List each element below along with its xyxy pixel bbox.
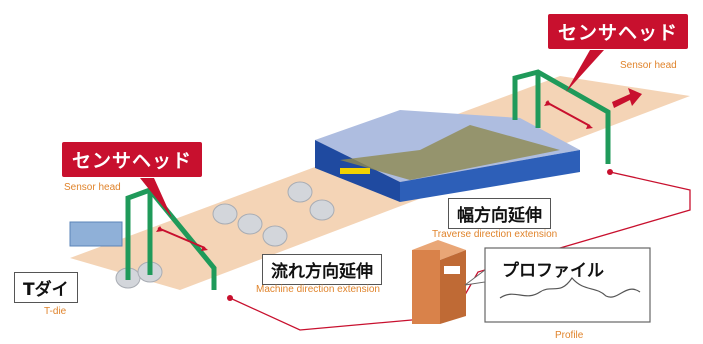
t-die-label-en: T-die — [44, 306, 67, 317]
machine-direction-label-jp: 流れ方向延伸 — [262, 254, 382, 285]
traverse-direction-label-en: Traverse direction extension — [432, 229, 558, 240]
flow-arrow — [612, 88, 642, 108]
scan-arrow-right — [545, 101, 591, 127]
profile-label-en: Profile — [555, 330, 584, 341]
machine-direction-label-en: Machine direction extension — [256, 284, 380, 295]
t-die — [69, 221, 123, 247]
sensor-head-label-right-jp: センサヘッド — [548, 14, 689, 49]
profile-label-jp: プロファイル — [502, 261, 604, 281]
t-die-label-jp: Tダイ — [14, 272, 78, 303]
profile-box — [484, 247, 651, 323]
scan-arrow-left — [157, 227, 206, 249]
sensor-head-label-right-en: Sensor head — [620, 60, 677, 71]
sensor-frame-right — [512, 69, 611, 164]
oven-side — [400, 150, 580, 202]
sensor-head-label-left-jp: センサヘッド — [62, 142, 203, 177]
profile-curve — [499, 277, 641, 299]
sensor-head-label-left-en: Sensor head — [64, 182, 121, 193]
traverse-direction-label-jp: 幅方向延伸 — [448, 198, 551, 229]
oven-film — [340, 125, 560, 180]
controller-unit — [412, 240, 466, 324]
rollers — [115, 181, 335, 289]
